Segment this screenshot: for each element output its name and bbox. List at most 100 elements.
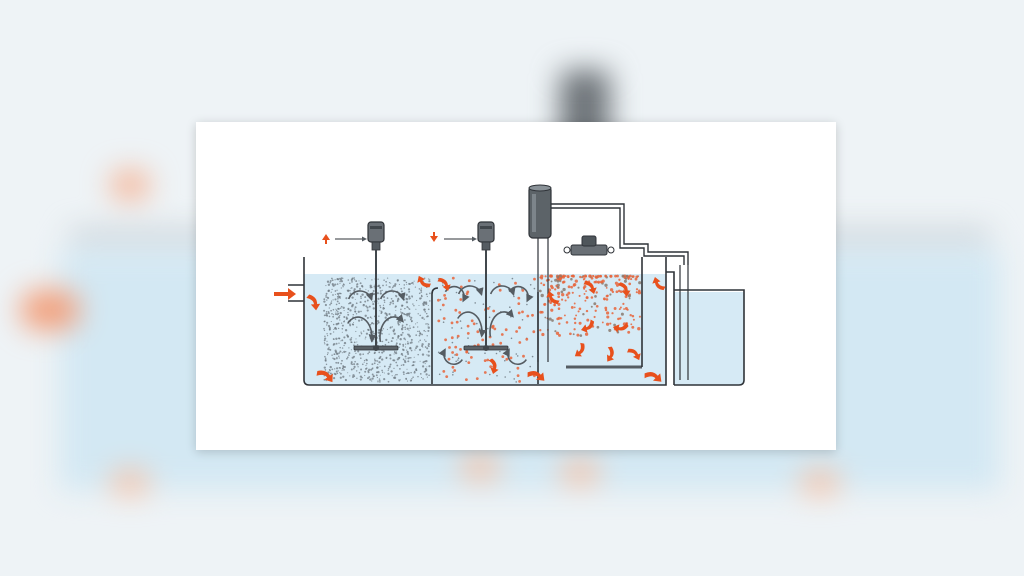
fine-particle	[332, 308, 335, 311]
fine-particle	[420, 291, 423, 293]
flow-arrow-icon	[417, 275, 431, 288]
fine-particle	[329, 372, 332, 375]
fine-particle	[406, 314, 409, 317]
fine-particle	[395, 309, 397, 311]
floc-particle	[459, 320, 462, 322]
fine-particle	[358, 335, 361, 337]
floc-particle	[447, 357, 451, 361]
floc-particle	[571, 291, 574, 294]
floc-particle	[583, 274, 587, 278]
floc-particle	[450, 336, 454, 340]
fine-particle	[325, 294, 327, 297]
fine-particle	[398, 356, 401, 359]
fine-particle	[383, 301, 386, 304]
fine-particle	[425, 293, 428, 296]
floc-particle	[522, 354, 525, 358]
fine-particle	[330, 302, 333, 305]
floc-particle	[453, 369, 457, 372]
fine-particle	[334, 279, 336, 281]
fine-particle	[332, 315, 335, 318]
floc-particle	[518, 341, 522, 344]
fine-particle	[409, 318, 412, 321]
floc-particle	[582, 275, 585, 278]
fine-particle	[429, 292, 431, 295]
floc-particle	[605, 286, 608, 289]
dosing-pipe-main	[551, 203, 689, 265]
fine-particle	[410, 371, 412, 374]
fine-particle	[327, 290, 330, 292]
floc-particle	[630, 278, 633, 281]
fine-particle	[329, 329, 331, 331]
floc-particle	[476, 330, 480, 334]
floc-particle	[571, 274, 575, 278]
fine-particle	[338, 352, 341, 354]
floc-particle	[630, 323, 633, 326]
floc-particle	[544, 316, 547, 319]
fine-particle	[327, 324, 331, 328]
fine-particle	[347, 279, 350, 281]
fine-particle	[376, 292, 379, 295]
fine-particle	[323, 320, 326, 323]
floc-particle	[604, 283, 608, 287]
fine-particle	[365, 364, 367, 367]
fine-particle	[376, 360, 379, 362]
floc-particle	[606, 311, 610, 315]
floc-particle	[540, 293, 544, 298]
floc-particle	[489, 365, 493, 368]
fine-particle	[343, 341, 347, 345]
swirl-arrow-icon	[438, 348, 463, 366]
flow-arrow-shape	[627, 348, 641, 361]
fine-particle	[353, 279, 356, 281]
floc-particle	[588, 274, 592, 278]
floc-particle	[609, 274, 612, 278]
fine-particle	[323, 339, 326, 342]
fine-particle	[358, 371, 361, 374]
floc-particle	[551, 319, 554, 322]
fine-particle	[427, 326, 430, 329]
fine-particle	[344, 329, 348, 332]
fine-particle	[345, 297, 348, 300]
fine-particle	[353, 341, 356, 344]
fine-particle	[424, 363, 426, 365]
floc-particle	[615, 290, 619, 294]
fine-particle	[326, 280, 330, 283]
fine-particle	[369, 284, 372, 287]
floc-particle	[595, 291, 598, 294]
fine-particle	[401, 328, 403, 330]
floc-particle	[486, 358, 490, 362]
floc-particle	[560, 290, 564, 294]
floc-particle	[590, 296, 594, 299]
fine-particle	[396, 373, 398, 376]
fine-particle	[355, 338, 357, 340]
floc-particle	[495, 352, 498, 355]
floc-particle	[444, 338, 447, 342]
fine-particle	[330, 321, 332, 323]
fine-particle	[351, 281, 353, 283]
floc-particle	[606, 294, 609, 297]
fine-particle	[372, 301, 374, 303]
floc-particle	[455, 320, 459, 324]
fine-particle	[333, 357, 336, 361]
fine-particle	[407, 307, 410, 309]
fine-particle	[341, 331, 343, 333]
fine-particle	[420, 287, 423, 289]
fine-particle	[427, 350, 430, 353]
floc-particle	[578, 321, 582, 325]
fine-particle	[340, 362, 343, 365]
floc-particle	[459, 285, 463, 289]
floc-particle	[594, 276, 597, 279]
fine-particle	[404, 355, 407, 358]
floc-particle	[577, 286, 580, 289]
fine-particle	[419, 373, 422, 375]
fine-particle	[403, 312, 406, 315]
fine-particle	[368, 351, 371, 353]
fine-particle	[360, 297, 362, 300]
fine-particle	[407, 360, 410, 363]
floc-particle	[531, 313, 534, 317]
fine-particle	[404, 319, 406, 321]
floc-particle	[625, 274, 629, 278]
fine-particle	[416, 345, 419, 348]
flow-arrow-shape	[583, 280, 597, 294]
fine-particle	[425, 312, 428, 315]
fine-particle	[327, 335, 329, 337]
